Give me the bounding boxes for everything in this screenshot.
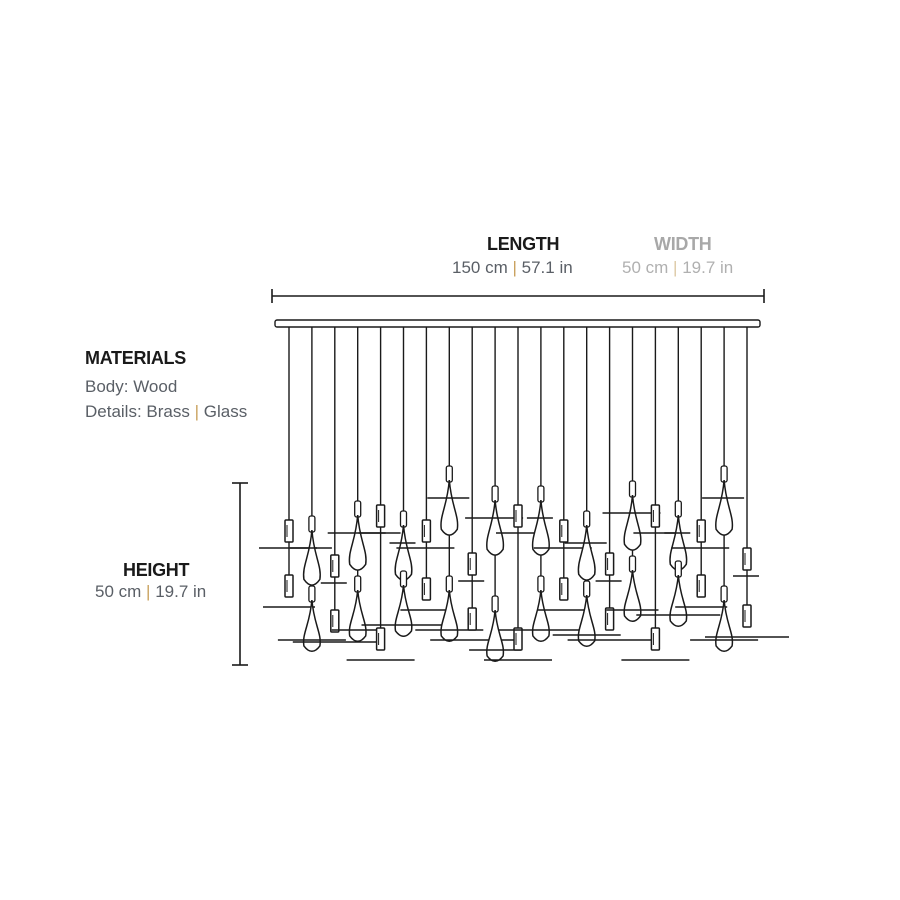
width-label: WIDTH [654, 234, 712, 254]
height-cm: 50 cm [95, 582, 142, 601]
length-cm: 150 cm [452, 258, 508, 277]
width-cm: 50 cm [622, 258, 669, 277]
glass-teardrop [348, 589, 367, 643]
drop-connector [445, 575, 453, 593]
brass-cylinder [330, 609, 340, 633]
brass-cylinder [375, 504, 386, 528]
length-label: LENGTH [487, 234, 560, 254]
brass-cylinder [604, 607, 615, 631]
drop-connector [308, 585, 316, 603]
brass-cylinder [375, 627, 386, 651]
glass-teardrop [486, 499, 505, 556]
brass-cylinder [467, 607, 477, 631]
brass-cylinder [467, 552, 477, 576]
brass-cylinder [650, 627, 661, 651]
materials-label: MATERIALS [85, 348, 186, 368]
glass-teardrop [440, 589, 459, 643]
glass-teardrop [531, 499, 550, 556]
glass-teardrop [440, 479, 459, 536]
height-label: HEIGHT [123, 560, 190, 580]
glass-teardrop [531, 589, 550, 643]
brass-cylinder [513, 504, 523, 528]
height-value: 50 cm | 19.7 in [95, 582, 206, 602]
brass-cylinder [559, 519, 569, 543]
separator: | [194, 402, 200, 421]
drop-connector [583, 510, 591, 528]
brass-cylinder [330, 554, 340, 578]
materials-details: Details: Brass | Glass [85, 402, 247, 422]
brass-cylinder [604, 552, 615, 576]
drop-connector [445, 465, 453, 483]
details-brass: Details: Brass [85, 402, 190, 421]
drop-connector [354, 500, 362, 518]
brass-cylinder [284, 574, 294, 598]
glass-teardrop [577, 594, 596, 648]
glass-teardrop [302, 599, 321, 653]
brass-cylinder [421, 577, 432, 601]
length-value: 150 cm | 57.1 in [452, 258, 573, 278]
drop-connector [491, 485, 499, 503]
drop-connector [308, 515, 316, 533]
glass-teardrop [348, 514, 367, 571]
brass-cylinder [742, 604, 752, 628]
brass-cylinder [284, 519, 294, 543]
height-in: 19.7 in [155, 582, 207, 601]
separator: | [512, 258, 517, 277]
canopy [274, 319, 761, 328]
drop-connector [674, 560, 682, 578]
glass-teardrop [486, 609, 505, 663]
drop-connector [399, 510, 408, 528]
glass-teardrop [302, 529, 321, 586]
brass-cylinder [696, 574, 706, 598]
length-block: LENGTH [487, 234, 560, 255]
glass-teardrop [623, 494, 642, 551]
drop-connector [399, 570, 408, 588]
separator: | [673, 258, 678, 277]
drop-connector [491, 595, 499, 613]
drop-connector [628, 480, 637, 498]
drop-connector [720, 585, 728, 603]
drop-connector [537, 485, 545, 503]
glass-teardrop [715, 479, 734, 536]
drop-connector [583, 580, 591, 598]
length-in: 57.1 in [521, 258, 573, 277]
drop-connector [628, 555, 637, 573]
glass-teardrop [623, 569, 642, 623]
brass-cylinder [650, 504, 661, 528]
glass-teardrop [669, 574, 688, 628]
brass-cylinder [696, 519, 706, 543]
drop-connector [354, 575, 362, 593]
materials-body: Body: Wood [85, 377, 178, 396]
drop-connector [537, 575, 545, 593]
details-glass: Glass [203, 402, 248, 421]
brass-cylinder [559, 577, 569, 601]
width-in: 19.7 in [682, 258, 734, 277]
drop-connector [674, 500, 682, 518]
glass-teardrop [577, 524, 596, 581]
brass-cylinder [742, 547, 752, 571]
width-value: 50 cm | 19.7 in [622, 258, 733, 278]
glass-teardrop [715, 599, 734, 653]
separator: | [146, 582, 151, 601]
brass-cylinder [421, 519, 432, 543]
brass-cylinder [513, 627, 523, 651]
drop-connector [720, 465, 728, 483]
